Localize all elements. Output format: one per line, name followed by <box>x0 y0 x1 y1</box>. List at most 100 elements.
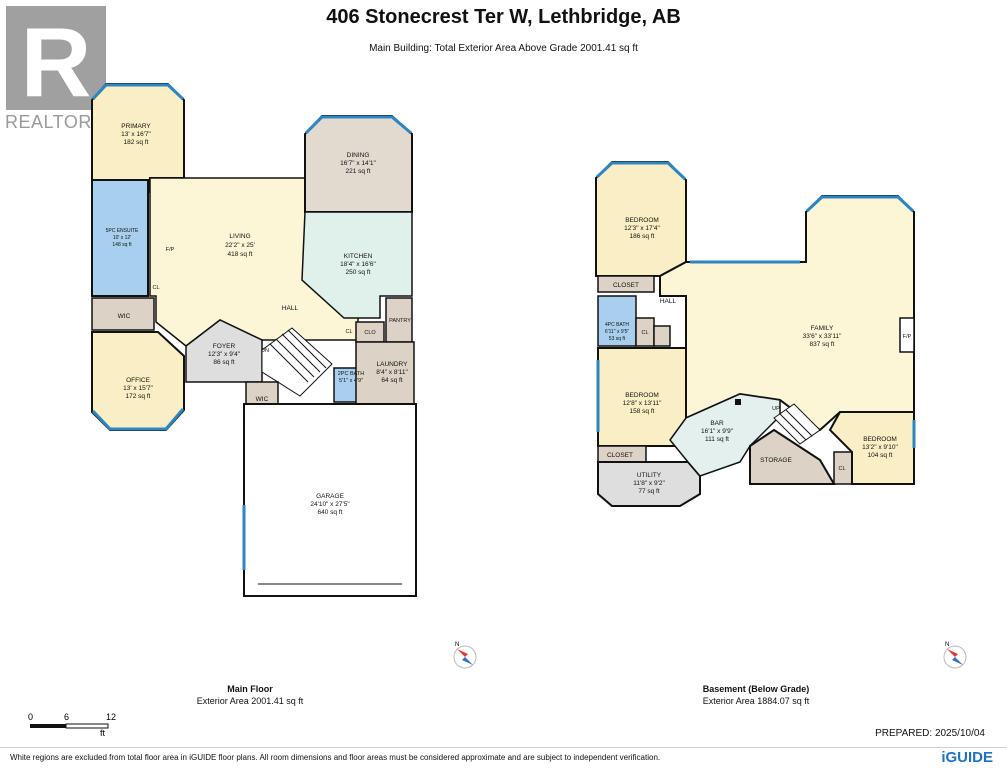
room-label-storage: STORAGE <box>760 457 792 464</box>
room-area: 182 sq ft <box>124 139 149 146</box>
room-dims: 11'8" x 9'2" <box>633 480 665 487</box>
room-bar <box>669 393 781 477</box>
room-storage <box>749 428 836 485</box>
room-area: 418 sq ft <box>228 251 253 258</box>
main-floor-area: Exterior Area 2001.41 sq ft <box>196 696 304 706</box>
room-dims: 10' x 12' <box>113 235 131 241</box>
closet-label: CLO <box>364 330 376 336</box>
room-area: 77 sq ft <box>638 488 660 495</box>
room-garage <box>243 403 417 597</box>
stairs-label: UP <box>772 406 780 412</box>
stairs-label: DN <box>261 348 269 354</box>
realtor-logo-letter: R <box>21 7 92 117</box>
window <box>595 161 687 181</box>
room-label: DINING <box>347 152 370 159</box>
pantry-label: PANTRY <box>389 318 411 324</box>
room-area: 186 sq ft <box>630 233 655 240</box>
closet-label: CL <box>152 285 159 291</box>
room-pantry <box>385 297 413 343</box>
room-area: 158 sq ft <box>630 408 655 415</box>
closet-label: CL <box>838 466 845 472</box>
room-label-wic: WIC <box>118 313 131 320</box>
closet-label: CLOSET <box>607 452 633 459</box>
stairs-down <box>261 327 333 397</box>
main-floor-plan: PRIMARY 13' x 16'7" 182 sq ft 5PC ENSUIT… <box>91 83 417 597</box>
room-dims: 18'4" x 16'6" <box>340 261 376 268</box>
fireplace <box>899 317 915 353</box>
realtor-wordmark: REALTOR® <box>5 112 106 132</box>
room-label: BEDROOM <box>625 217 659 224</box>
compass-north-label: N <box>945 642 949 648</box>
scale-tick: 0 <box>28 712 33 722</box>
room-dims: 22'2" x 25' <box>225 242 255 249</box>
scale-bar: 0 6 12 ft <box>28 712 116 736</box>
main-floor-caption: Main Floor Exterior Area 2001.41 sq ft <box>160 683 340 707</box>
fireplace-label: F/P <box>166 247 175 253</box>
realtor-logo: R <box>6 6 106 117</box>
room-label: OFFICE <box>126 377 150 384</box>
room-area: 111 sq ft <box>705 436 729 443</box>
page-subtitle: Main Building: Total Exterior Area Above… <box>369 43 638 54</box>
room-dims: 24'10" x 27'5" <box>310 501 350 508</box>
iguide-brand-text: iGUIDE <box>941 749 993 766</box>
room-dims: 12'8" x 13'11" <box>623 400 662 407</box>
basement-area: Exterior Area 1884.07 sq ft <box>702 696 810 706</box>
room-area: 53 sq ft <box>609 336 626 342</box>
room-area: 64 sq ft <box>381 377 403 384</box>
bar-marker <box>735 399 741 405</box>
compass-icon: N <box>943 642 967 669</box>
room-label-hall: HALL <box>660 298 677 305</box>
room-label: KITCHEN <box>344 253 373 260</box>
room-label: BEDROOM <box>863 436 897 443</box>
room-label: UTILITY <box>637 472 662 479</box>
window <box>91 83 185 101</box>
fireplace-label: F/P <box>903 334 912 340</box>
room-dims: 13'2" x 9'10" <box>862 444 898 451</box>
room-dims: 6'11" x 9'5" <box>605 329 629 335</box>
room-label-hall: HALL <box>282 305 299 312</box>
closet-label: CLOSET <box>613 282 639 289</box>
room-label: LIVING <box>229 233 250 240</box>
room-label: 5PC ENSUITE <box>106 228 139 234</box>
room-label: GARAGE <box>316 493 344 500</box>
compass-icon: N <box>453 642 477 669</box>
room-label: PRIMARY <box>121 123 151 130</box>
room-dims: 16'1" x 9'9" <box>701 428 734 435</box>
room-area: 172 sq ft <box>126 393 151 400</box>
room-primary <box>91 83 185 193</box>
basement-caption: Basement (Below Grade) Exterior Area 188… <box>646 683 866 707</box>
room-label-wic: WIC <box>256 396 269 403</box>
stairs-up <box>773 403 821 445</box>
scale-tick: 12 <box>106 712 116 722</box>
room-area: 148 sq ft <box>112 242 132 248</box>
room-closet <box>653 325 671 347</box>
room-area: 837 sq ft <box>810 341 835 348</box>
window <box>805 195 915 213</box>
room-family <box>659 195 915 432</box>
compass-north-label: N <box>455 642 459 648</box>
room-label: 2PC BATH <box>338 371 365 377</box>
basement-name: Basement (Below Grade) <box>702 684 810 694</box>
room-label: FAMILY <box>811 325 834 332</box>
page-title: 406 Stonecrest Ter W, Lethbridge, AB <box>326 6 681 28</box>
room-label: FOYER <box>213 343 236 350</box>
scale-tick: 6 <box>64 712 69 722</box>
room-bedroom <box>828 411 915 485</box>
basement-plan: BEDROOM 12'3" x 17'4" 186 sq ft 4PC BATH… <box>595 161 916 507</box>
main-floor-name: Main Floor <box>227 684 273 694</box>
room-label: 4PC BATH <box>605 322 629 328</box>
room-dims: 33'6" x 33'11" <box>803 333 842 340</box>
window <box>91 408 185 431</box>
window <box>304 115 412 135</box>
room-dims: 13' x 16'7" <box>121 131 151 138</box>
room-label: LAUNDRY <box>377 361 409 368</box>
room-dims: 12'3" x 17'4" <box>624 225 660 232</box>
room-closet <box>597 275 655 293</box>
iguide-logo: iGUIDE <box>941 749 993 766</box>
closet-label: CL <box>345 329 352 335</box>
room-area: 640 sq ft <box>318 509 343 516</box>
room-4pc-bath <box>597 295 637 347</box>
prepared-date: PREPARED: 2025/10/04 <box>875 728 985 739</box>
